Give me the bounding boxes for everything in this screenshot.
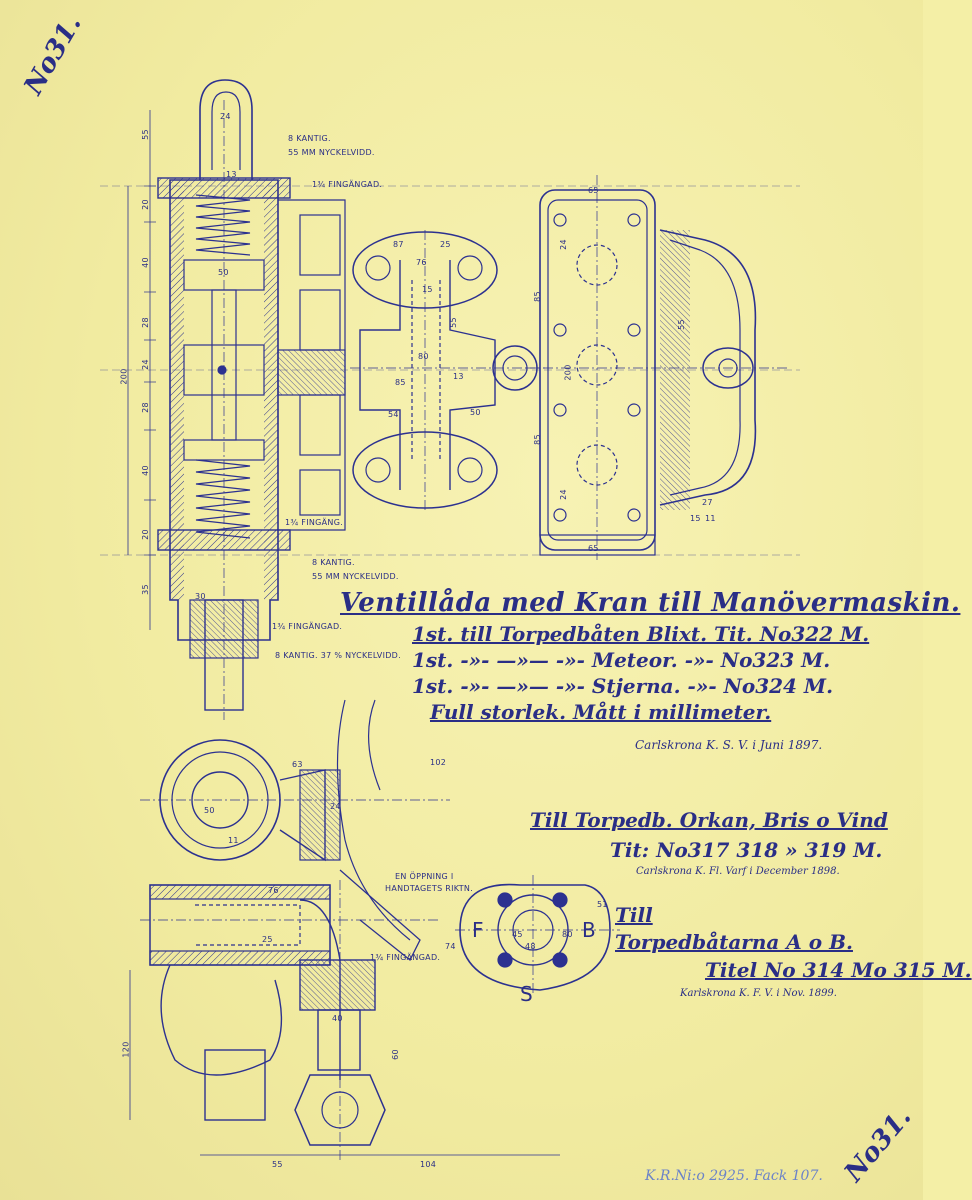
note-fingangad-low: 1¾ FINGÄNGAD. xyxy=(272,622,343,631)
addendum-1-line-2: Tit: No317 318 » 319 M. xyxy=(610,838,883,862)
note-enoppning: EN ÖPPNING I xyxy=(395,872,454,881)
note-kantig-top: 8 KANTIG. xyxy=(288,134,331,143)
dim-right-65a: 65 xyxy=(588,186,599,195)
dim-mid-54: 54 xyxy=(388,410,399,419)
scale-note: Full storlek. Mått i millimeter. xyxy=(430,700,772,724)
title-line-2: 1st. -»- —»— -»- Meteor. -»- No323 M. xyxy=(412,648,831,672)
dim-left-200: 200 xyxy=(119,368,129,385)
top-view xyxy=(140,699,450,941)
dim-right-24b: 24 xyxy=(558,489,568,500)
dim-bot-50: 50 xyxy=(204,806,215,815)
dim-mid-55: 55 xyxy=(448,317,458,328)
dim-valve-48: 48 xyxy=(525,942,536,951)
dim-left-28a: 28 xyxy=(140,317,150,328)
dim-right-11: 11 xyxy=(705,514,716,523)
dim-right-65b: 65 xyxy=(588,544,599,553)
note-fingangad-top: 1¾ FINGÄNGAD. xyxy=(312,180,383,189)
dim-bot-25: 25 xyxy=(262,935,273,944)
dim-left-55: 55 xyxy=(140,129,150,140)
valve-letter-s: S xyxy=(520,982,533,1006)
dim-13: 13 xyxy=(226,170,237,179)
dim-bot-55: 55 xyxy=(272,1160,283,1169)
valve-letter-f: F xyxy=(472,918,484,942)
dim-mid-76: 76 xyxy=(416,258,427,267)
dim-mid-50: 50 xyxy=(470,408,481,417)
addendum-1-line-1: Till Torpedb. Orkan, Bris o Vind xyxy=(530,808,888,832)
dim-top-24: 24 xyxy=(220,112,231,121)
dim-valve-74: 74 xyxy=(445,942,456,951)
dim-right-15: 15 xyxy=(690,514,701,523)
addendum-2-line-1: Till xyxy=(615,903,653,927)
dim-bot-40: 40 xyxy=(332,1014,343,1023)
addendum-2-signature: Karlskrona K. F. V. i Nov. 1899. xyxy=(680,988,837,999)
dim-left-20b: 20 xyxy=(140,529,150,540)
dim-left-35: 35 xyxy=(140,584,150,595)
dim-right-27: 27 xyxy=(702,498,713,507)
note-kantig-mid: 8 KANTIG. xyxy=(312,558,355,567)
dim-bot-104: 104 xyxy=(420,1160,437,1169)
dim-bot-102: 102 xyxy=(430,758,447,767)
valve-letter-b: B xyxy=(582,918,596,942)
dim-valve-51: 51 xyxy=(597,900,608,909)
note-fingangad-section: 1¾ FINGÄNGAD. xyxy=(370,953,441,962)
dim-right-24a: 24 xyxy=(558,239,568,250)
front-view xyxy=(525,175,790,560)
dim-mid-85: 85 xyxy=(395,378,406,387)
dim-bot-76: 76 xyxy=(268,886,279,895)
dim-30: 30 xyxy=(195,592,206,601)
dim-right-85b: 85 xyxy=(532,434,542,445)
valve-disc-view xyxy=(455,875,620,995)
note-nyckelvidd-mid: 55 MM NYCKELVIDD. xyxy=(312,572,399,581)
addendum-2-line-2: Torpedbåtarna A o B. xyxy=(615,930,853,954)
title-main: Ventillåda med Kran till Manövermaskin. xyxy=(340,588,961,618)
title-line-1: 1st. till Torpedbåten Blixt. Tit. No322 … xyxy=(412,622,870,646)
vertical-section-view xyxy=(127,79,346,720)
addendum-1-signature: Carlskrona K. Fl. Varf i December 1898. xyxy=(636,866,840,877)
title-line-3: 1st. -»- —»— -»- Stjerna. -»- No324 M. xyxy=(412,674,834,698)
dim-left-28b: 28 xyxy=(140,402,150,413)
dim-bot-120: 120 xyxy=(121,1041,131,1058)
dim-bot-60: 60 xyxy=(390,1049,400,1060)
dim-mid-25: 25 xyxy=(440,240,451,249)
dim-valve-80: 80 xyxy=(562,930,573,939)
note-fingang-mid: 1¾ FINGÄNG. xyxy=(285,518,344,527)
addendum-2-line-3: Titel No 314 Mo 315 M. xyxy=(705,958,972,982)
dim-right-85a: 85 xyxy=(532,291,542,302)
cock-section-view xyxy=(129,869,560,1160)
dim-mid-80: 80 xyxy=(418,352,429,361)
note-handtagets: HANDTAGETS RIKTN. xyxy=(385,884,474,893)
dim-left-40b: 40 xyxy=(140,465,150,476)
dim-left-24: 24 xyxy=(140,359,150,370)
dim-50: 50 xyxy=(218,268,229,277)
dim-valve-45: 45 xyxy=(512,930,523,939)
dim-right-55: 55 xyxy=(676,319,686,330)
dim-mid-13: 13 xyxy=(453,372,464,381)
dim-left-40a: 40 xyxy=(140,257,150,268)
note-nyckelvidd-top: 55 MM NYCKELVIDD. xyxy=(288,148,375,157)
dim-bot-11: 11 xyxy=(228,836,239,845)
dim-mid-15: 15 xyxy=(422,285,433,294)
dim-bot-24: 24 xyxy=(330,802,341,811)
dim-mid-87: 87 xyxy=(393,240,404,249)
archive-stamp: K.R.Ni:o 2925. Fack 107. xyxy=(645,1168,823,1184)
dim-bot-63: 63 xyxy=(292,760,303,769)
signature-1: Carlskrona K. S. V. i Juni 1897. xyxy=(635,738,823,752)
dim-right-200: 200 xyxy=(563,364,573,381)
technical-drawing xyxy=(100,79,800,1160)
note-kantig-bottom: 8 KANTIG. 37 % NYCKELVIDD. xyxy=(275,651,401,660)
dim-left-20a: 20 xyxy=(140,199,150,210)
